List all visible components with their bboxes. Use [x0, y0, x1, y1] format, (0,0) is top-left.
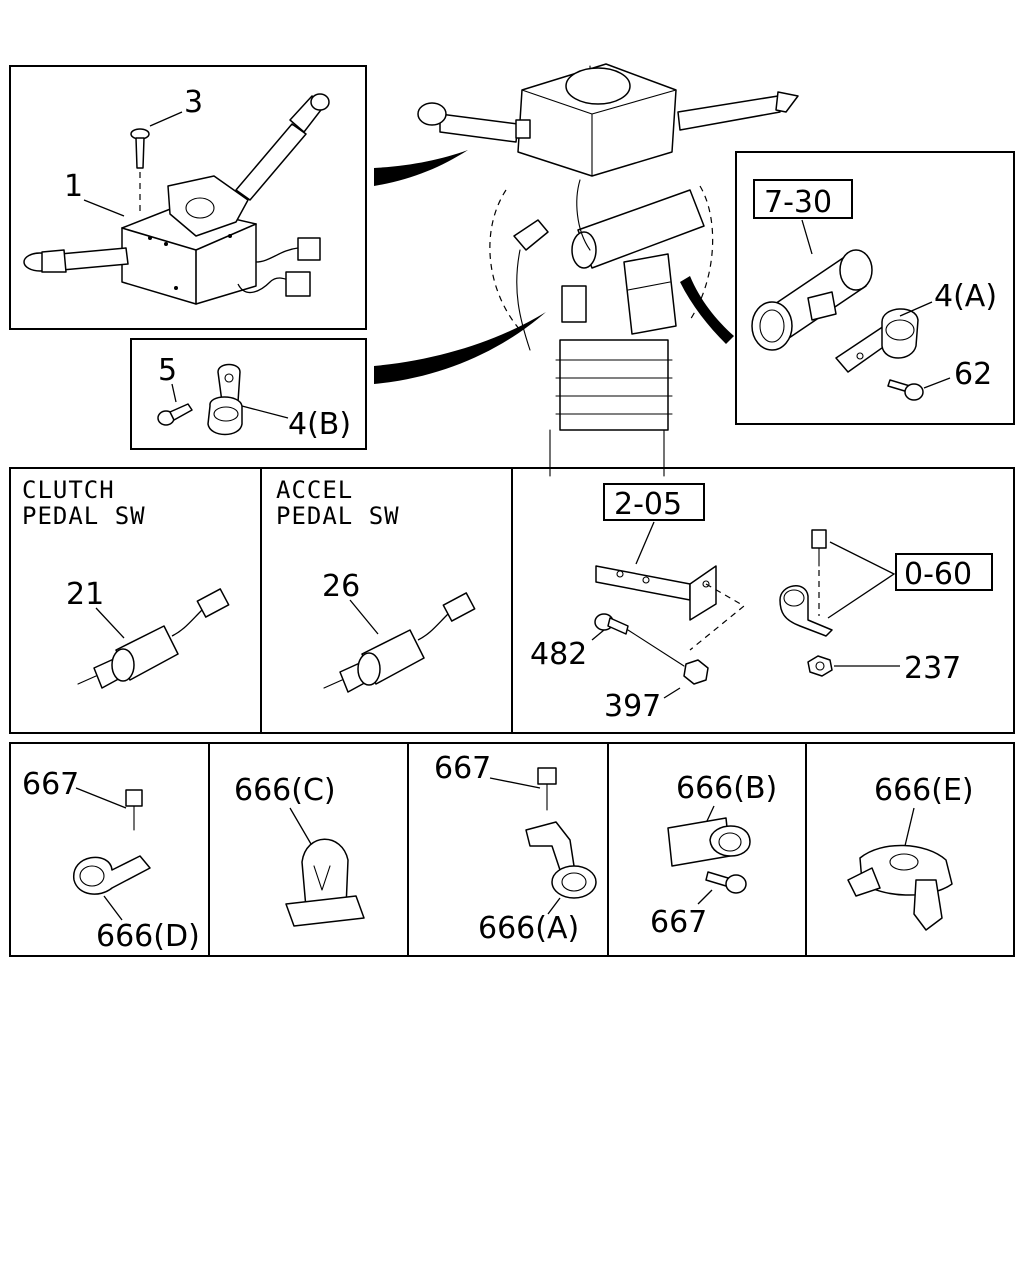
clamp-4a-panel: 7-30 4(A) 62: [735, 151, 1015, 425]
clutch-header-1: CLUTCH: [22, 476, 115, 504]
connector-b: [285, 271, 311, 297]
ref-box-2-05: [603, 483, 705, 521]
clutch-header-2: PEDAL SW: [22, 502, 146, 530]
ref-7-30: 7-30: [764, 185, 832, 220]
clutch-pedal-switch-21: [77, 588, 230, 689]
callout-666a: 666(A): [478, 911, 579, 946]
pointer-sweep-2: [374, 312, 546, 384]
clip-666c: [301, 838, 349, 909]
callout-397: 397: [604, 689, 661, 724]
bracket-2-05: [595, 565, 691, 601]
clamp-4b-panel: 5 4(B): [130, 338, 367, 450]
callout-4a: 4(A): [934, 279, 997, 314]
callout-666d: 666(D): [96, 919, 200, 954]
callout-666e: 666(E): [874, 773, 974, 808]
bolt-667-a: [125, 789, 143, 807]
ref-0-60: 0-60: [904, 557, 972, 592]
pointer-sweep-3: [680, 276, 734, 344]
combination-switch-panel: 1 3: [9, 65, 367, 330]
column-switch-module: [623, 253, 677, 335]
callout-667-c: 667: [650, 905, 707, 940]
ref-box-0-60: [895, 553, 993, 591]
callout-26: 26: [322, 569, 360, 604]
callout-237: 237: [904, 651, 961, 686]
callout-3: 3: [184, 85, 203, 120]
callout-482: 482: [530, 637, 587, 672]
callout-5: 5: [158, 353, 177, 388]
wiper-stalk: [235, 123, 307, 201]
accel-pedal-switch-26: [323, 592, 476, 693]
callout-667-a: 667: [22, 767, 79, 802]
callout-21: 21: [66, 577, 104, 612]
column-left-stalk: [439, 113, 519, 143]
ref-box-7-30: [753, 179, 853, 219]
callout-666b: 666(B): [676, 771, 777, 806]
column-shaft: [559, 339, 669, 431]
clamp-666d: [73, 855, 151, 895]
column-right-stalk: [677, 95, 781, 131]
switch-top-plate: [167, 175, 249, 237]
steering-column-view: [417, 63, 799, 477]
bolt-667-c: [705, 871, 729, 887]
column-tube: [577, 189, 705, 269]
connector-a: [297, 237, 321, 261]
middle-row: CLUTCH PEDAL SW 21 ACCEL PEDAL SW 26 2-0…: [9, 467, 1015, 734]
ref-2-05: 2-05: [614, 487, 682, 522]
nut-397: [683, 659, 709, 685]
callout-1: 1: [64, 169, 83, 204]
clamp-4b: [217, 363, 241, 403]
pointer-sweep-1: [374, 150, 468, 186]
callout-4b: 4(B): [288, 407, 351, 442]
column-cover: [517, 63, 677, 177]
accel-header-1: ACCEL: [276, 476, 353, 504]
bottom-row: 667 666(D) 666(C) 667 666(A) 666(B) 66: [9, 742, 1015, 957]
bolt-667-b: [537, 767, 557, 785]
clamp-666a: [525, 821, 575, 871]
accel-header-2: PEDAL SW: [276, 502, 400, 530]
turn-signal-stalk: [59, 247, 129, 271]
callout-666c: 666(C): [234, 773, 336, 808]
callout-667-b: 667: [434, 751, 491, 786]
nut-237: [807, 655, 833, 677]
bolt-0-60: [811, 529, 827, 549]
callout-62: 62: [954, 357, 992, 392]
clamp-0-60: [779, 585, 833, 637]
